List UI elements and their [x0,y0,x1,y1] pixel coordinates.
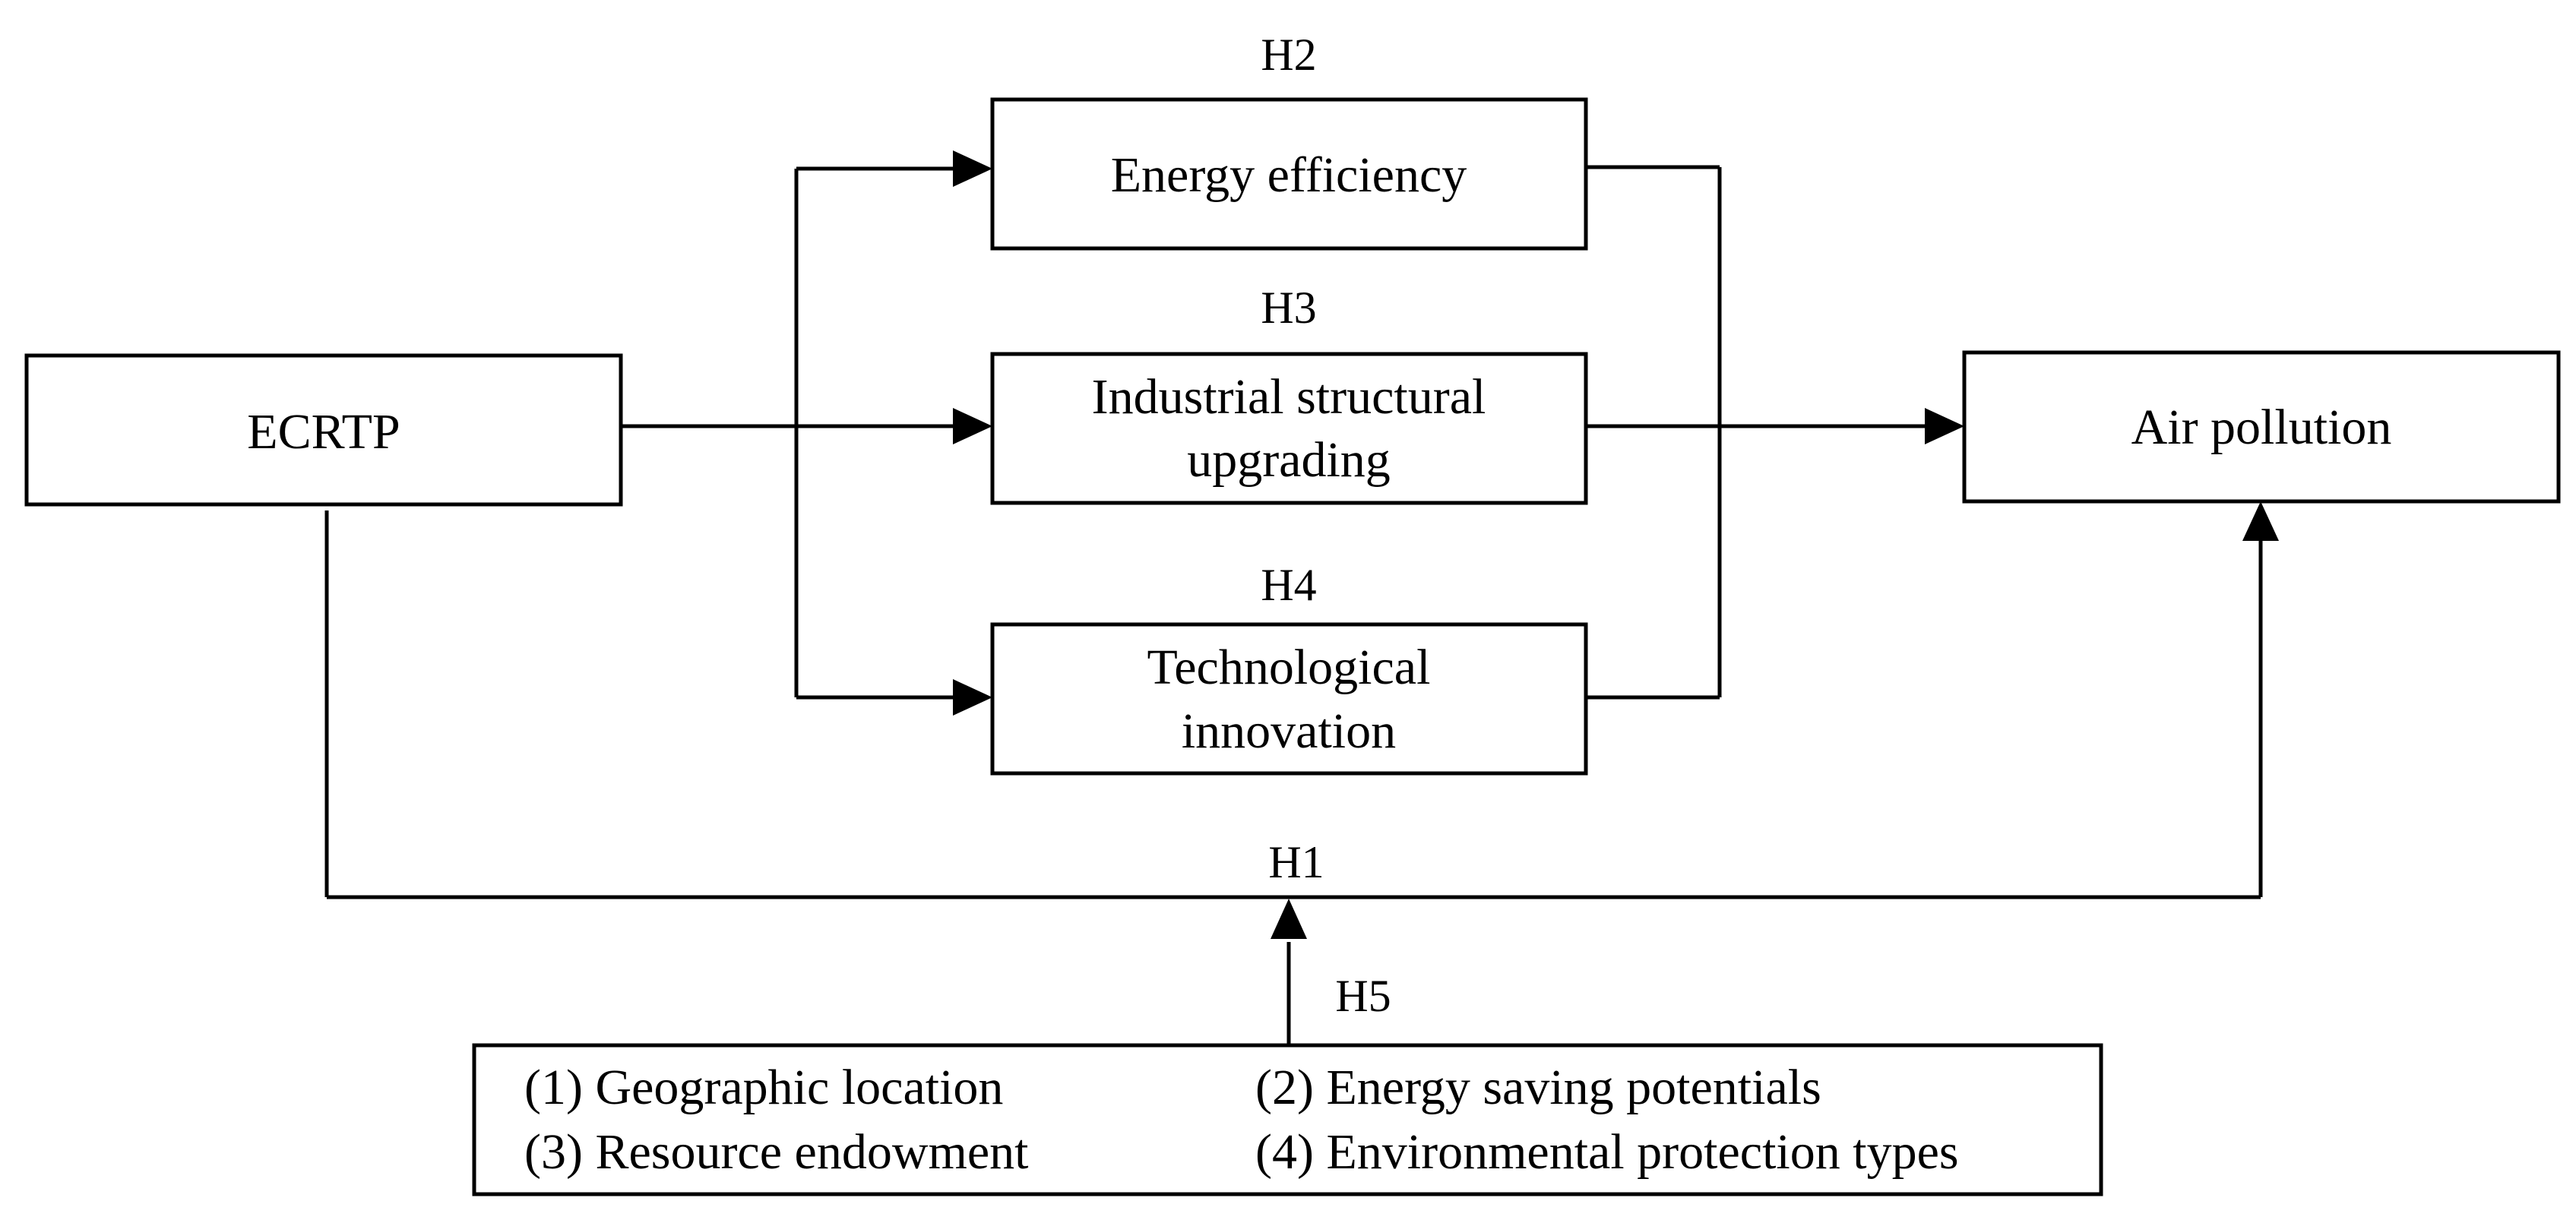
arrowheads [953,150,2279,939]
hypothesis-h1-label: H1 [1268,837,1324,887]
connector-lines [324,165,2263,1045]
moderator-environmental-protection-types: (4) Environmental protection types [1255,1124,1959,1180]
industrial-upgrading-node: Industrial structural upgrading [990,352,1588,505]
moderator-resource-endowment: (3) Resource endowment [524,1124,1028,1180]
air-pollution-node: Air pollution [1962,350,2561,504]
arrowhead-energy-efficiency [953,150,992,187]
moderator-energy-saving-potentials: (2) Energy saving potentials [1255,1060,1821,1115]
moderators-node: (1) Geographic location (2) Energy savin… [472,1043,2103,1196]
industrial-upgrading-label-line2: upgrading [1187,432,1391,488]
ecrtp-node: ECRTP [24,353,623,507]
hypothesis-labels: H2 H3 H4 H1 H5 [1261,30,1391,1021]
technological-innovation-label-line1: Technological [1147,640,1431,695]
moderator-geographic-location: (1) Geographic location [524,1060,1003,1115]
technological-innovation-node: Technological innovation [990,622,1588,776]
industrial-upgrading-label-line1: Industrial structural [1092,369,1486,425]
air-pollution-label: Air pollution [2131,400,2392,455]
hypothesis-h5-label: H5 [1335,971,1391,1021]
arrowhead-moderator [1271,899,1307,939]
energy-efficiency-label: Energy efficiency [1111,147,1467,203]
arrowhead-air-pollution [1925,408,1964,444]
hypothesis-h4-label: H4 [1261,560,1316,610]
technological-innovation-label-line2: innovation [1182,703,1396,759]
hypothesis-h3-label: H3 [1261,283,1316,333]
hypothesis-h2-label: H2 [1261,30,1316,80]
arrowhead-direct-path [2242,501,2279,541]
arrowhead-industrial-upgrading [953,408,992,444]
arrowhead-technological-innovation [953,679,992,716]
energy-efficiency-node: Energy efficiency [990,97,1588,251]
ecrtp-label: ECRTP [247,404,400,460]
